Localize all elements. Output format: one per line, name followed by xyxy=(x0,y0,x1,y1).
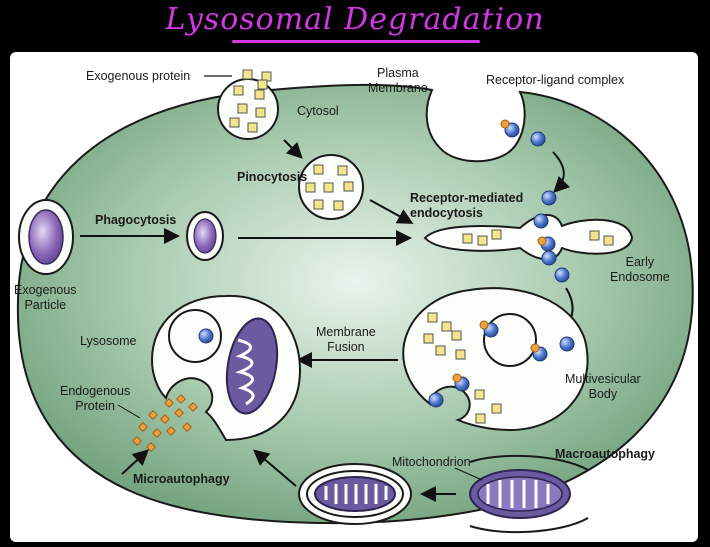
label-microautophagy: Microautophagy xyxy=(133,472,230,487)
exogenous-particle xyxy=(19,200,73,274)
receptor-vesicle xyxy=(542,191,556,205)
label-early-endosome: Early Endosome xyxy=(610,255,670,285)
label-exogenous-particle: Exogenous Particle xyxy=(14,283,77,313)
label-macroautophagy: Macroautophagy xyxy=(555,447,655,462)
label-mitochondrion: Mitochondrion xyxy=(392,455,471,470)
label-phagocytosis: Phagocytosis xyxy=(95,213,176,228)
label-plasma-membrane: Plasma Membrane xyxy=(368,66,428,96)
label-receptor-ligand-complex: Receptor-ligand complex xyxy=(486,73,624,88)
autophagosome xyxy=(299,464,411,524)
label-receptor-mediated-endocytosis: Receptor-mediated endocytosis xyxy=(410,191,523,221)
mvb-receptor-outside xyxy=(560,337,574,351)
phagosome xyxy=(187,212,223,260)
label-membrane-fusion: Membrane Fusion xyxy=(316,325,376,355)
pinocytic-vesicle-entry xyxy=(218,72,278,139)
label-multivesicular-body: Multivesicular Body xyxy=(565,372,641,402)
extracellular-protein-1 xyxy=(243,70,252,79)
free-receptor-1 xyxy=(542,251,556,265)
label-exogenous-protein: Exogenous protein xyxy=(86,69,190,84)
label-lysosome: Lysosome xyxy=(80,334,137,349)
free-receptor-2 xyxy=(555,268,569,282)
extracellular-protein-2 xyxy=(258,80,267,89)
label-endogenous-protein: Endogenous Protein xyxy=(60,384,130,414)
label-cytosol: Cytosol xyxy=(297,104,339,119)
label-pinocytosis: Pinocytosis xyxy=(237,170,307,185)
pinocytic-vesicle xyxy=(299,155,363,219)
